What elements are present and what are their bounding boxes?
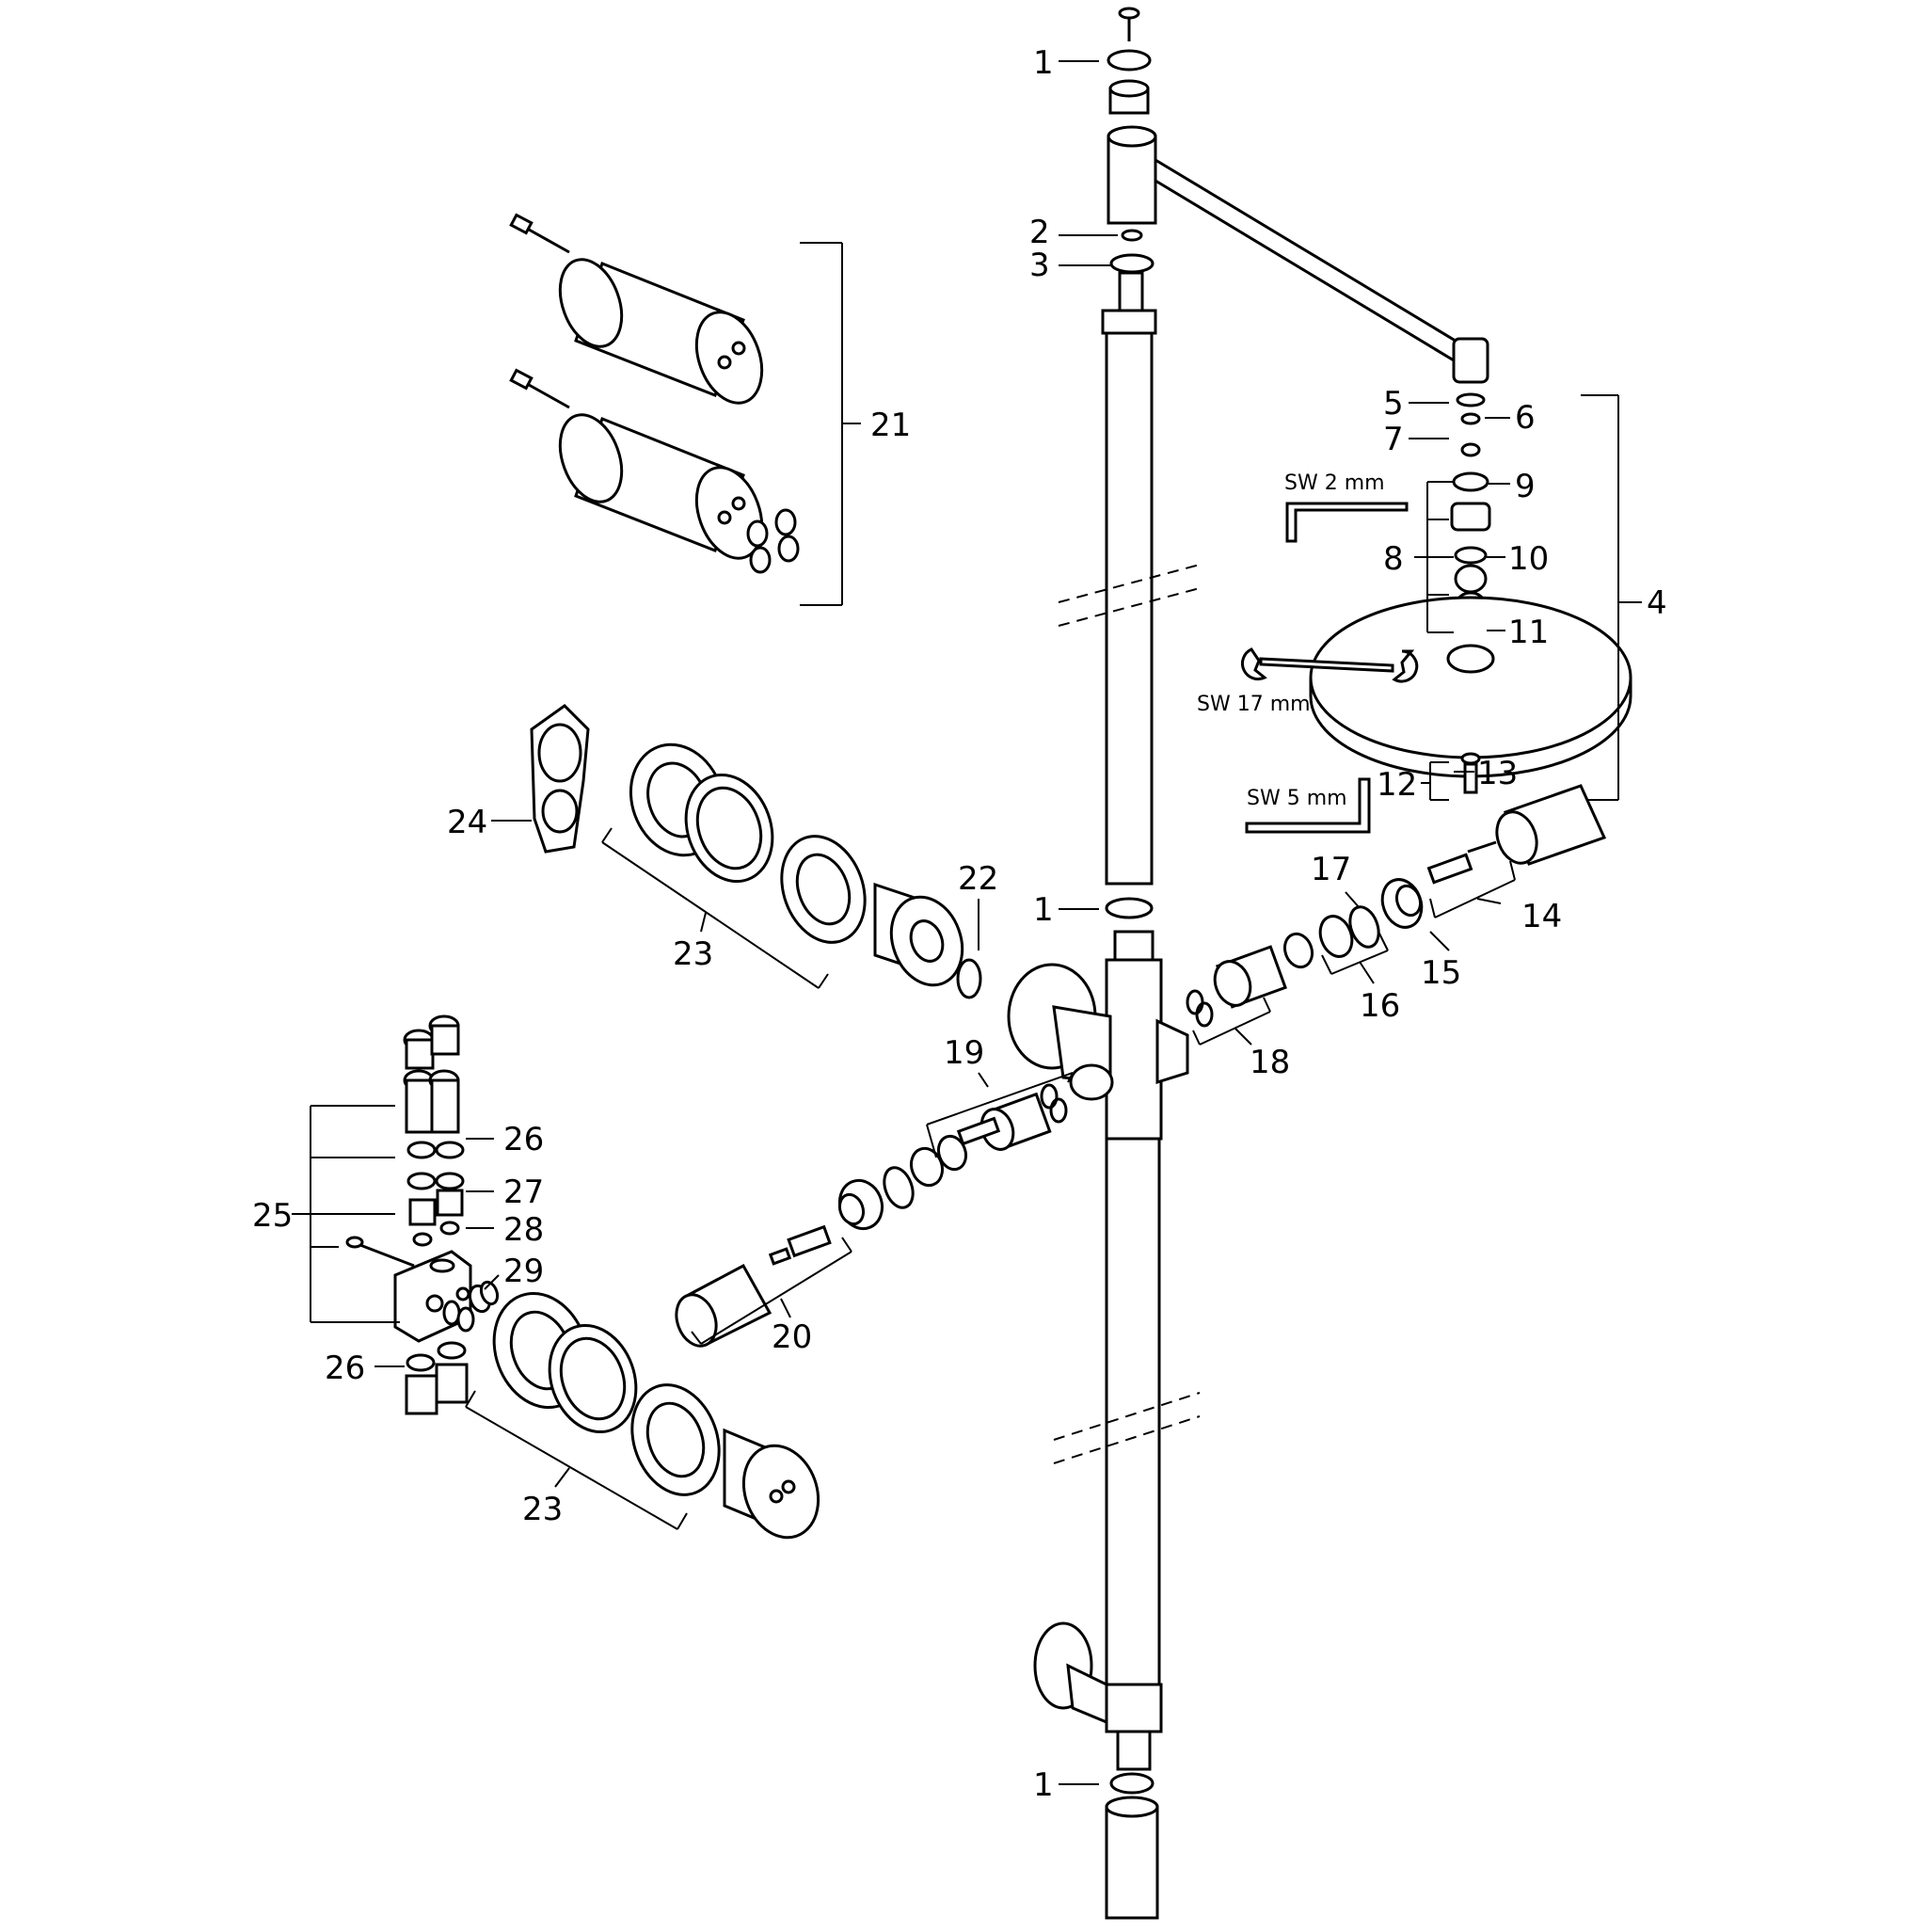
label-1-top: 1 (1033, 44, 1054, 82)
nipples-lower (405, 1341, 469, 1415)
spindle-15 (1380, 878, 1424, 929)
sw2-label: SW 2 mm (1284, 471, 1385, 495)
o-ring-2 (1121, 229, 1143, 242)
label-18: 18 (1250, 1044, 1290, 1081)
label-1-bottom: 1 (1033, 1766, 1054, 1804)
silencer-top (509, 213, 764, 405)
label-15: 15 (1421, 954, 1461, 992)
label-28: 28 (503, 1211, 544, 1249)
hex-key-sw2-icon (1285, 502, 1409, 543)
label-4: 4 (1647, 584, 1667, 622)
spindle-left (837, 1178, 884, 1231)
label-10: 10 (1508, 540, 1549, 578)
label-25: 25 (252, 1197, 293, 1235)
connector-22 (873, 882, 982, 999)
bottom-sleeve (1105, 1796, 1159, 1920)
label-12: 12 (1377, 766, 1417, 804)
label-21: 21 (870, 407, 911, 444)
label-9: 9 (1515, 468, 1536, 505)
label-22: 22 (958, 860, 998, 898)
mounting-template-24 (530, 704, 590, 854)
top-screw (1118, 7, 1140, 41)
wall-rosette-lower (492, 1291, 820, 1540)
silencer-bottom (509, 368, 764, 560)
label-7: 7 (1383, 421, 1404, 458)
label-27: 27 (503, 1174, 544, 1211)
riser-lower (1033, 1137, 1201, 1771)
label-20: 20 (772, 1318, 812, 1356)
label-1-middle: 1 (1033, 891, 1054, 929)
label-16: 16 (1360, 987, 1400, 1025)
label-23-lower: 23 (522, 1491, 563, 1528)
shower-arm (1107, 125, 1489, 384)
label-17: 17 (1311, 851, 1351, 888)
label-13: 13 (1477, 755, 1518, 792)
label-3: 3 (1029, 247, 1050, 284)
o-ring-1-top (1107, 49, 1152, 72)
cover-sleeve-20 (675, 1224, 832, 1348)
cartridge-19 (936, 1083, 1068, 1172)
label-26-lower: 26 (325, 1349, 365, 1387)
label-23-upper: 23 (673, 935, 713, 973)
label-8: 8 (1383, 540, 1404, 578)
o-ring-17 (1348, 905, 1380, 949)
o-ring-1-bottom (1109, 1772, 1155, 1795)
label-24: 24 (447, 804, 487, 841)
sw17-label: SW 17 mm (1197, 693, 1311, 716)
head-shower-assembly (1309, 392, 1632, 794)
label-2: 2 (1029, 214, 1050, 251)
fittings-29 (442, 1280, 500, 1333)
hex-key-sw5-icon (1245, 777, 1371, 834)
sw5-label: SW 5 mm (1247, 787, 1347, 810)
washer-3 (1109, 253, 1155, 274)
riser-upper (1058, 271, 1201, 886)
top-cap (1108, 79, 1150, 115)
cover-sleeve-14 (1426, 784, 1607, 885)
wrench-sw17-icon (1240, 647, 1419, 683)
distribution-block (345, 1236, 472, 1343)
label-26-upper: 26 (503, 1121, 544, 1158)
nut-16 (1318, 915, 1354, 958)
o-ring-1-middle (1105, 897, 1154, 919)
o-ring-left (883, 1166, 915, 1209)
wall-rosette-upper (629, 742, 867, 944)
nut-left (909, 1146, 945, 1188)
label-6: 6 (1515, 399, 1536, 437)
check-valves-25 (403, 1014, 465, 1247)
silencer-rings (746, 508, 800, 574)
cartridge-18 (1186, 932, 1314, 1028)
label-14: 14 (1521, 898, 1562, 935)
label-11: 11 (1508, 614, 1549, 651)
label-29: 29 (503, 1253, 544, 1290)
thermostat-body (1007, 930, 1189, 1141)
label-19: 19 (944, 1034, 984, 1072)
label-5: 5 (1383, 385, 1404, 423)
